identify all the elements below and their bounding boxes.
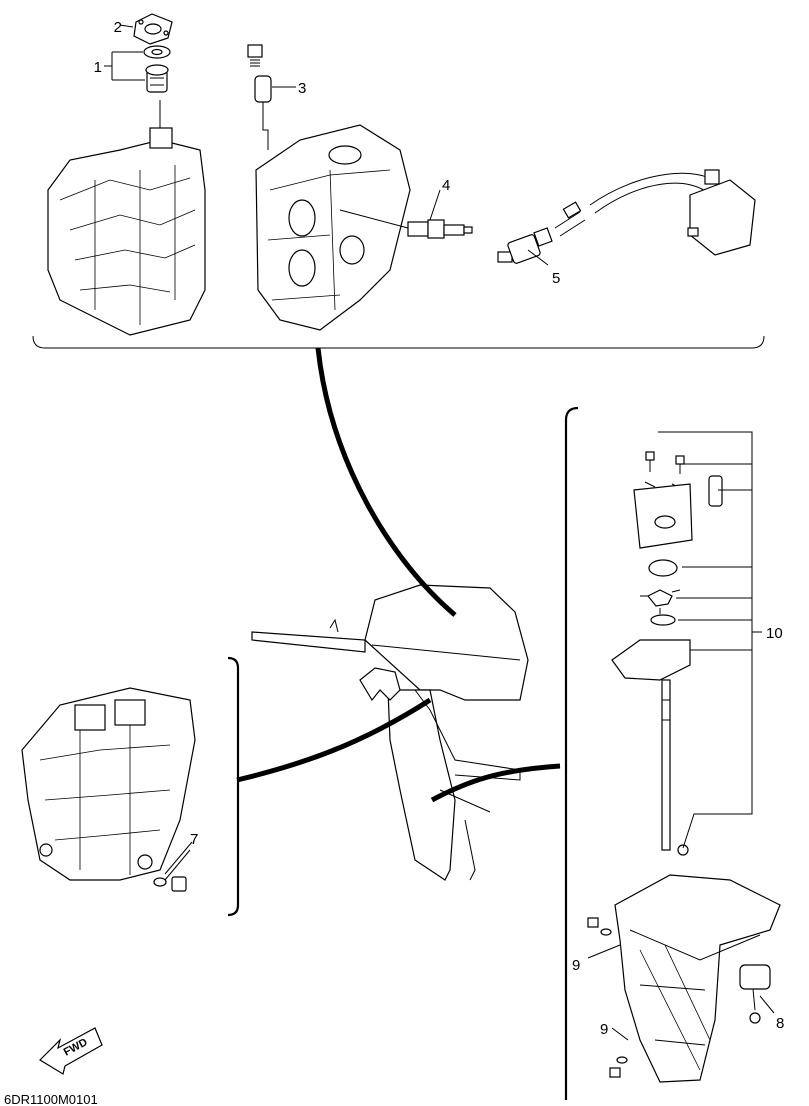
top-group-bracket [32, 335, 765, 349]
callout-4: 4 [442, 177, 450, 194]
outboard-engine [251, 584, 529, 881]
callout-9-lower: 9 [600, 1021, 608, 1038]
callout-1: 1 [94, 59, 102, 76]
anode-part [739, 964, 771, 1024]
leader-curve-top [315, 347, 457, 617]
outer-plate-part [611, 639, 691, 681]
drain-bolt-part [137, 849, 191, 892]
drawing-code: 6DR1100M0101 [4, 1092, 98, 1106]
leader-curve-left [236, 697, 432, 783]
drive-shaft-part [661, 679, 689, 856]
lower-casing-part [614, 874, 781, 1083]
thermostat-part [143, 45, 171, 93]
callout-3: 3 [298, 80, 306, 97]
pump-bolts-part [644, 451, 685, 490]
pump-housing-part [633, 475, 723, 549]
plug-bolt-upper-part [587, 917, 612, 936]
leader-curve-right [430, 763, 561, 803]
callout-9-upper: 9 [572, 957, 580, 974]
right-group-bracket [564, 406, 579, 1100]
callout-8: 8 [776, 1015, 784, 1032]
fuel-joint-part [497, 169, 756, 264]
callout-leader-lines [104, 24, 775, 1041]
callout-10: 10 [766, 625, 783, 642]
callout-2: 2 [114, 19, 122, 36]
cylinder-block-part [47, 100, 206, 336]
left-group-bracket [227, 656, 240, 917]
impeller-part [640, 589, 681, 614]
plug-cap-part [247, 44, 272, 150]
crankcase-part [21, 687, 196, 881]
spark-plug-part [339, 209, 473, 239]
thermostat-gasket-part [133, 13, 173, 45]
callout-7: 7 [190, 831, 198, 848]
callout-5: 5 [552, 270, 560, 287]
pump-insert-part [648, 559, 678, 577]
fwd-arrow-icon: FWD [39, 1027, 103, 1075]
pump-o-ring-part [650, 614, 676, 626]
plug-bolt-lower-part [609, 1056, 628, 1078]
cylinder-head-part [255, 124, 411, 331]
